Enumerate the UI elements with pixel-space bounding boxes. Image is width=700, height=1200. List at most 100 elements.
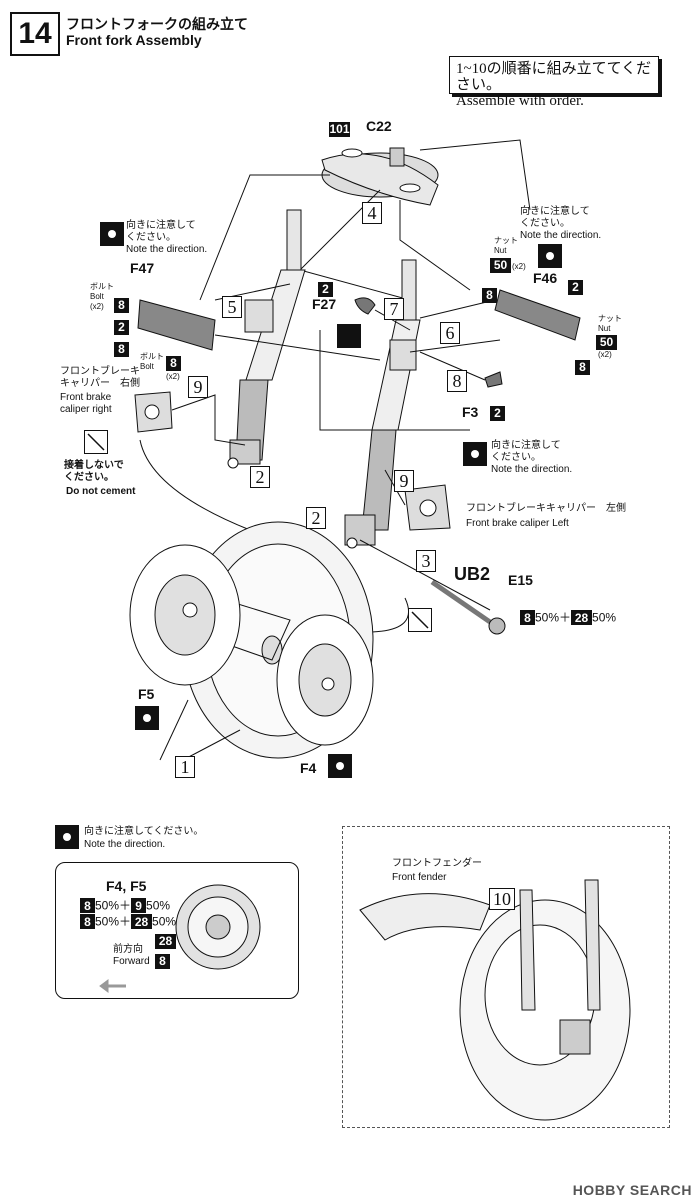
no-cement-jp: 接着しないで ください。	[64, 460, 124, 483]
note-direction-jp-2: 向きに注意して ください。	[520, 206, 590, 229]
detail-mix1-c9: 9	[131, 898, 147, 913]
nut-x2-1: (x2)	[512, 262, 526, 271]
e15-color-8: 8	[520, 610, 535, 625]
note-direction-en-2: Note the direction.	[520, 230, 602, 241]
color-8-c: 8	[166, 354, 181, 372]
nut-jp-1: ナット	[494, 236, 518, 245]
nut-jp-2: ナット	[598, 314, 622, 323]
forward-en: Forward	[113, 956, 150, 967]
caliper-left-jp: フロントブレーキキャリパー 左側	[466, 503, 626, 514]
paint-direction-icon-2	[538, 244, 562, 268]
bolt-jp-1: ボルト	[90, 282, 114, 291]
paint-direction-icon-4	[135, 706, 159, 730]
detail-color-28: 28	[155, 932, 176, 950]
bolt-x2-2: (x2)	[166, 372, 180, 381]
detail-color-8: 8	[155, 952, 170, 970]
step-2-box-a: 2	[250, 466, 270, 488]
step-4-box: 4	[362, 202, 382, 224]
color-8-e: 8	[575, 358, 590, 376]
no-cement-icon	[84, 430, 108, 454]
cement-icon	[337, 324, 361, 348]
paint-direction-icon-3	[463, 442, 487, 466]
paint-direction-icon-5	[328, 754, 352, 778]
detail-mix1-a: 50%＋	[95, 898, 132, 913]
bolt-x2-1: (x2)	[90, 302, 104, 311]
disc-detail-box	[55, 862, 299, 999]
step-number: 14	[10, 12, 60, 56]
no-cement-en: Do not cement	[66, 486, 136, 497]
detail-mix2-c28: 28	[131, 914, 153, 929]
fork-right	[227, 209, 306, 469]
part-f3-label: F3	[462, 404, 479, 420]
forward-jp: 前方向	[113, 944, 143, 955]
order-note-jp: 1~10の順番に組み立ててください。	[456, 61, 652, 93]
title-japanese: フロントフォークの組み立て	[66, 16, 248, 32]
step-5-box: 5	[222, 296, 242, 318]
part-c22-tag: 101	[329, 121, 350, 137]
color-8-b: 8	[114, 340, 129, 358]
e15-color-28: 28	[571, 610, 593, 625]
step-10-box: 10	[489, 888, 515, 910]
fender-detail	[359, 879, 631, 1121]
assembly-order-note: 1~10の順番に組み立ててください。 Assemble with order.	[449, 56, 659, 109]
step-2-box-b: 2	[306, 507, 326, 529]
step-3-box: 3	[416, 550, 436, 572]
paint-direction-icon-1	[100, 222, 124, 246]
step-9-box-a: 9	[188, 376, 208, 398]
detail-title: F4, F5	[106, 878, 147, 894]
detail-disc	[175, 884, 261, 970]
front-fender-jp: フロントフェンダー	[392, 858, 482, 869]
bolt-en-2: Bolt	[140, 362, 154, 371]
step-7-box: 7	[384, 298, 404, 320]
title-english: Front fork Assembly	[66, 32, 202, 48]
color-2-f46: 2	[568, 278, 583, 296]
color-8-a: 8	[114, 296, 129, 314]
step-9-box-b: 9	[394, 470, 414, 492]
step-1-box: 1	[175, 756, 195, 778]
bolt-en-1: Bolt	[90, 292, 104, 301]
color-2-a: 2	[114, 318, 129, 336]
front-wheel	[129, 521, 374, 759]
note-direction-en-3: Note the direction.	[491, 464, 573, 475]
nut-en-1: Nut	[494, 246, 507, 255]
e15-mix-a: 50%＋	[535, 610, 572, 625]
part-f5-label: F5	[138, 686, 155, 702]
color-2-f3: 2	[490, 404, 505, 422]
part-f47-label: F47	[130, 260, 155, 276]
order-note-en: Assemble with order.	[456, 93, 584, 109]
detail-mix1-c8: 8	[80, 898, 95, 913]
part-f46-shape	[494, 289, 581, 341]
step-6-box: 6	[440, 322, 460, 344]
color-50-a: 50	[490, 256, 511, 274]
part-e15-label: E15	[508, 572, 533, 588]
part-f4-label: F4	[300, 760, 317, 776]
step-8-box: 8	[447, 370, 467, 392]
fork-left	[344, 259, 421, 549]
no-cement-icon-2	[408, 608, 432, 632]
part-f47-shape	[137, 299, 216, 351]
watermark-logo: HOBBY SEARCH	[572, 1182, 692, 1198]
caliper-right	[134, 391, 173, 433]
nut-en-2: Nut	[598, 324, 611, 333]
caliper-right-en: Front brake caliper right	[60, 392, 112, 415]
detail-mix2-b: 50%	[152, 914, 177, 929]
part-ub2-label: UB2	[454, 564, 491, 584]
color-50-b: 50	[596, 333, 617, 351]
detail-mix1-b: 50%	[146, 898, 171, 913]
note-direction-jp-1: 向きに注意して ください。	[126, 220, 196, 243]
caliper-right-jp: フロントブレーキ キャリパー 右側	[60, 366, 140, 389]
note-direction-jp-3: 向きに注意して ください。	[491, 440, 561, 463]
e15-mix-b: 50%	[592, 610, 617, 625]
fender-detail-box	[342, 826, 670, 1128]
part-c22-label: C22	[366, 118, 392, 134]
note-direction-en-1: Note the direction.	[126, 244, 208, 255]
note-direction-single-jp: 向きに注意してください。	[84, 826, 204, 837]
triple-clamp-c22	[321, 147, 439, 206]
caliper-left	[404, 484, 451, 531]
detail-mix2-c8: 8	[80, 914, 95, 929]
paint-direction-icon-6	[55, 825, 79, 849]
front-fender-en: Front fender	[392, 872, 447, 883]
bolt-jp-2: ボルト	[140, 352, 164, 361]
